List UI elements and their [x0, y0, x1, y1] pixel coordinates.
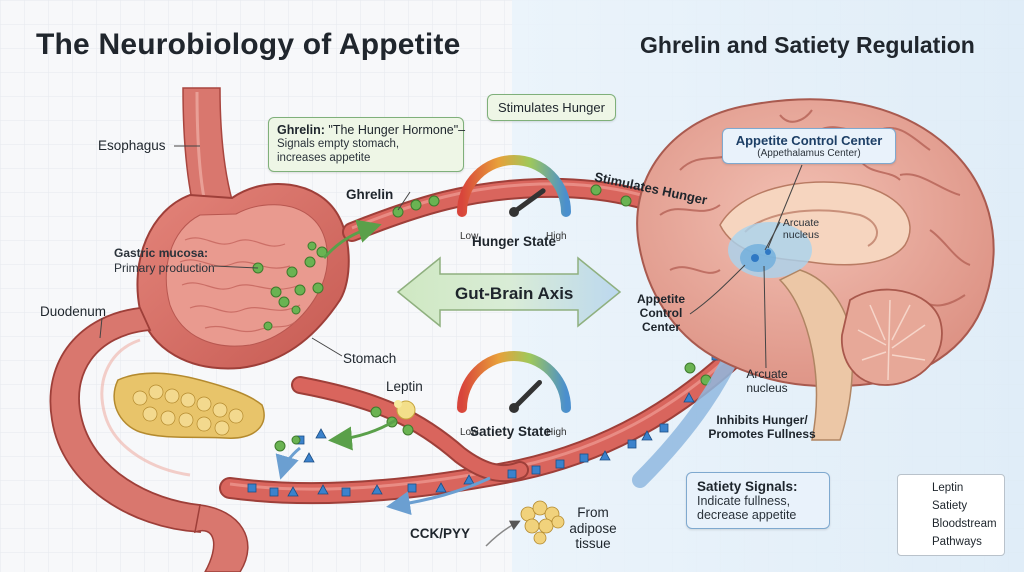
ghrelin-callout: Ghrelin: "The Hunger Hormone"– Signals e… [268, 117, 466, 172]
label-gastric-mucosa: Gastric mucosa: [114, 246, 209, 260]
label-from-adipose: From adipose tissue [568, 505, 618, 552]
legend-item-bloodstream: Bloodstream [932, 518, 997, 530]
label-from-adipose-3: tissue [575, 536, 611, 552]
inhibits-1: Inhibits Hunger/ [716, 413, 808, 427]
label-duodenum: Duodenum [40, 304, 107, 319]
legend-item-pathways: Pathways [932, 536, 982, 548]
subtitle: Ghrelin and Satiety Regulation [640, 32, 975, 58]
main-title: The Neurobiology of Appetite [36, 28, 461, 61]
label-stomach: Stomach [343, 351, 397, 366]
adipose-pointer-arrow [485, 520, 521, 547]
satiety-signals-line1: Indicate fullness, [697, 494, 791, 508]
satiety-gauge-low: Low [460, 427, 479, 438]
satiety-particles [287, 392, 695, 497]
gut-brain-axis-arrow [396, 256, 622, 328]
label-ghrelin: Ghrelin [346, 187, 394, 202]
stimulates-hunger-box-text: Stimulates Hunger [498, 100, 605, 115]
gut-brain-axis-label: Gut-Brain Axis [455, 284, 574, 303]
arcuate-nucleus-2: nucleus [746, 380, 788, 395]
label-from-adipose-2: adipose [569, 520, 617, 536]
legend-item-leptin: Leptin [932, 482, 964, 494]
arcuate-nucleus-inner-label: Arcuate nucleus [776, 217, 826, 241]
appetite-control-3: Center [641, 319, 680, 334]
satiety-gauge-high: High [546, 427, 567, 438]
duodenum-shape [49, 307, 201, 533]
arcuate-nucleus-inner-1: Arcuate [782, 217, 820, 229]
intestine-shape [194, 504, 249, 572]
leptin-adipose-cluster [394, 400, 416, 420]
satiety-down-arrow [275, 446, 301, 480]
satiety-signals-line2: decrease appetite [697, 508, 797, 522]
inhibits-2: Promotes Fullness [708, 426, 816, 441]
legend: Leptin Satiety Bloodstream Pathways [897, 474, 1005, 556]
appetite-control-center-title: Appetite Control Center [735, 133, 883, 148]
stomach-shape [136, 182, 350, 370]
appetite-control-center-label: Appetite Control Center [632, 292, 690, 334]
hunger-state-label: Hunger State [472, 234, 557, 249]
ghrelin-callout-line3: increases appetite [277, 151, 371, 164]
arcuate-nucleus-inner-2: nucleus [782, 229, 820, 242]
hunger-gauge-high: High [546, 231, 567, 242]
label-esophagus: Esophagus [98, 138, 166, 153]
mid-blood-vessel [291, 376, 529, 483]
satiety-state-label: Satiety State [470, 424, 552, 439]
hunger-gauge [457, 155, 571, 217]
satiety-signals-box: Satiety Signals: Indicate fullness, decr… [686, 472, 830, 529]
appetite-control-1: Appetite [637, 292, 685, 306]
satiety-signals-title: Satiety Signals: [697, 479, 798, 494]
stimulates-hunger-box: Stimulates Hunger [487, 94, 616, 121]
satiety-gauge [457, 351, 571, 413]
pancreas-shape [113, 372, 265, 439]
label-cck-pyy: CCK/PYY [410, 526, 471, 541]
ghrelin-release-arrow [322, 219, 382, 259]
ghrelin-particles-stomach [252, 241, 328, 331]
arcuate-nucleus-label: Arcuate nucleus [742, 367, 792, 396]
ghrelin-callout-title: Ghrelin: [277, 123, 325, 137]
ghrelin-callout-line2: Signals empty stomach, [277, 138, 400, 150]
leptin-pathway-arrow [328, 418, 397, 451]
brain-illustration [636, 98, 995, 441]
appetite-control-center-box: Appetite Control Center (Appethalamus Ce… [722, 128, 896, 164]
cck-pyy-arrow [386, 476, 491, 516]
appetite-control-2: Control [639, 305, 683, 320]
legend-item-satiety: Satiety [932, 500, 968, 512]
inhibits-hunger-label: Inhibits Hunger/ Promotes Fullness [702, 413, 822, 442]
label-pointer-lines [99, 145, 803, 369]
label-primary-production: Primary production [114, 261, 215, 275]
ghrelin-callout-quote: "The Hunger Hormone"– [328, 123, 466, 137]
label-leptin: Leptin [386, 379, 423, 394]
appetite-control-center-sub: (Appethalamus Center) [757, 148, 861, 159]
arcuate-nucleus-1: Arcuate [746, 367, 788, 381]
label-from-adipose-1: From [577, 505, 609, 520]
adipose-tissue-icon [520, 500, 565, 545]
hunger-gauge-low: Low [460, 231, 479, 242]
